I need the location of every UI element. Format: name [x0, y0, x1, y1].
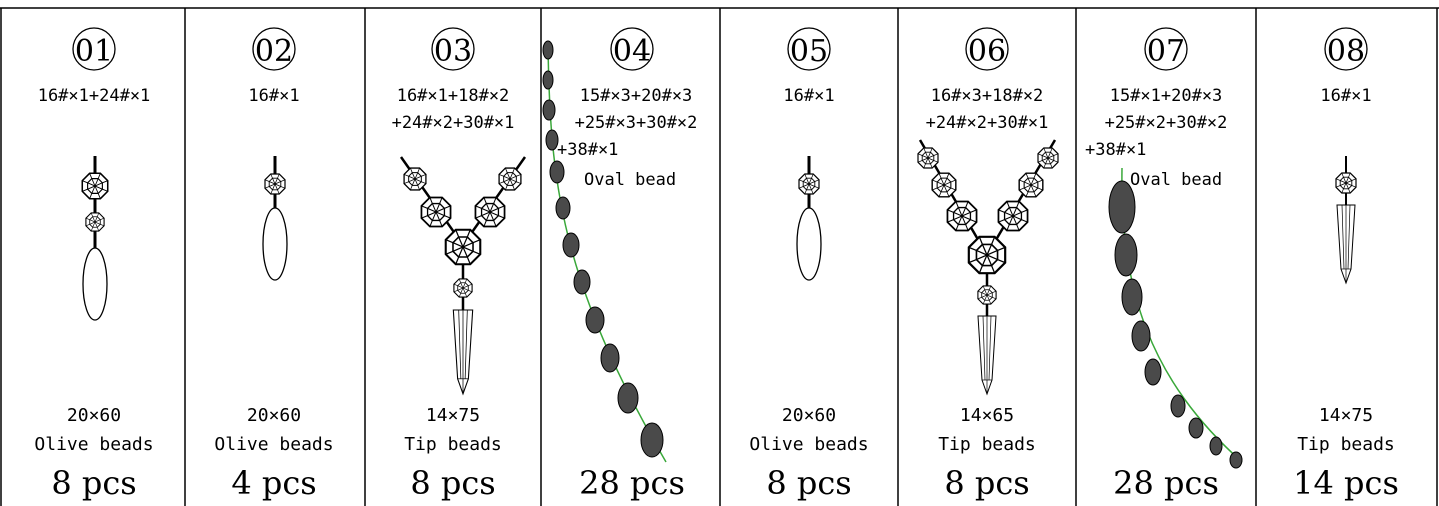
bead-drawing — [399, 156, 527, 395]
spec-line: 15#×3+20#×3 — [580, 86, 693, 106]
quantity: 8 pcs — [766, 464, 851, 502]
panel-number-badge — [72, 27, 116, 71]
panel-number-badge — [610, 27, 654, 71]
panel-number: 01 — [75, 34, 113, 69]
panel-number-badge — [787, 27, 831, 71]
quantity: 28 pcs — [579, 464, 685, 502]
bead-size: 20×60 — [247, 405, 301, 426]
bead-type: Tip beads — [938, 434, 1036, 455]
spec-line: 16#×1+18#×2 — [397, 86, 510, 106]
panel-number-badge — [965, 27, 1009, 71]
bead-type: Tip beads — [404, 434, 502, 455]
panel-03: 03 16#×1+18#×2 +24#×2+30#×1 14×75 Tip be… — [392, 27, 527, 502]
bead-size: 20×60 — [67, 405, 121, 426]
spec-line: +24#×2+30#×1 — [392, 113, 515, 133]
spec-line: 16#×1+24#×1 — [38, 86, 151, 106]
panel-06: 06 16#×3+18#×2 +24#×2+30#×1 14×65 Tip be… — [917, 27, 1059, 502]
panel-number: 02 — [255, 34, 293, 69]
quantity: 8 pcs — [51, 464, 136, 502]
oval-bead-note: Oval bead — [584, 170, 676, 190]
panel-07: 07 15#×1+20#×3 +25#×2+30#×2 +38#×1 Oval … — [1085, 27, 1243, 502]
bead-drawing — [796, 156, 822, 281]
panel-number: 06 — [968, 34, 1006, 69]
panel-number: 03 — [434, 34, 472, 69]
panel-number: 08 — [1327, 34, 1365, 69]
spec-line: +24#×2+30#×1 — [926, 113, 1049, 133]
panel-number: 05 — [790, 34, 828, 69]
quantity: 28 pcs — [1113, 464, 1219, 502]
panel-number: 07 — [1147, 34, 1185, 69]
bead-size: 20×60 — [782, 405, 836, 426]
panel-04: 04 15#×3+20#×3 +25#×3+30#×2 +38#×1 Oval … — [542, 27, 698, 502]
spec-line: 16#×1 — [783, 86, 834, 106]
sheet-frame — [0, 7, 1439, 506]
spec-line: +38#×1 — [557, 140, 618, 160]
bead-size: 14×65 — [960, 405, 1014, 426]
quantity: 8 pcs — [944, 464, 1029, 502]
spec-line: 16#×3+18#×2 — [931, 86, 1044, 106]
bead-size: 14×75 — [1319, 405, 1373, 426]
panel-number-badge — [252, 27, 296, 71]
panel-number-badge — [1144, 27, 1188, 71]
bead-type: Olive beads — [34, 434, 153, 455]
bead-drawing — [81, 156, 109, 321]
spec-line: 16#×1 — [248, 86, 299, 106]
quantity: 14 pcs — [1293, 464, 1399, 502]
bead-drawing — [262, 156, 288, 281]
quantity: 4 pcs — [231, 464, 316, 502]
panel-08: 08 16#×1 14×75 Tip beads 14 pcs — [1293, 27, 1399, 502]
panel-05: 05 16#×1 20×60 Olive beads 8 pcs — [749, 27, 869, 502]
panel-number-badge — [1324, 27, 1368, 71]
bead-type: Olive beads — [749, 434, 868, 455]
panel-number-badge — [431, 27, 475, 71]
panel-02: 02 16#×1 20×60 Olive beads 4 pcs — [214, 27, 334, 502]
spec-line: +25#×2+30#×2 — [1105, 113, 1228, 133]
quantity: 8 pcs — [410, 464, 495, 502]
bead-drawing — [1335, 156, 1357, 284]
oval-bead-strand — [542, 40, 667, 463]
oval-bead-note: Oval bead — [1130, 170, 1222, 190]
bead-type: Olive beads — [214, 434, 333, 455]
spec-line: 16#×1 — [1320, 86, 1371, 106]
oval-bead-strand — [1108, 167, 1243, 469]
bead-size: 14×75 — [426, 405, 480, 426]
spec-line: +25#×3+30#×2 — [575, 113, 698, 133]
panel-number: 04 — [613, 34, 651, 69]
spec-line: 15#×1+20#×3 — [1110, 86, 1223, 106]
bead-drawing — [917, 139, 1059, 395]
bead-type: Tip beads — [1297, 434, 1395, 455]
spec-line: +38#×1 — [1085, 140, 1146, 160]
panel-01: 01 16#×1+24#×1 20×60 Olive beads 8 pcs — [34, 27, 154, 502]
